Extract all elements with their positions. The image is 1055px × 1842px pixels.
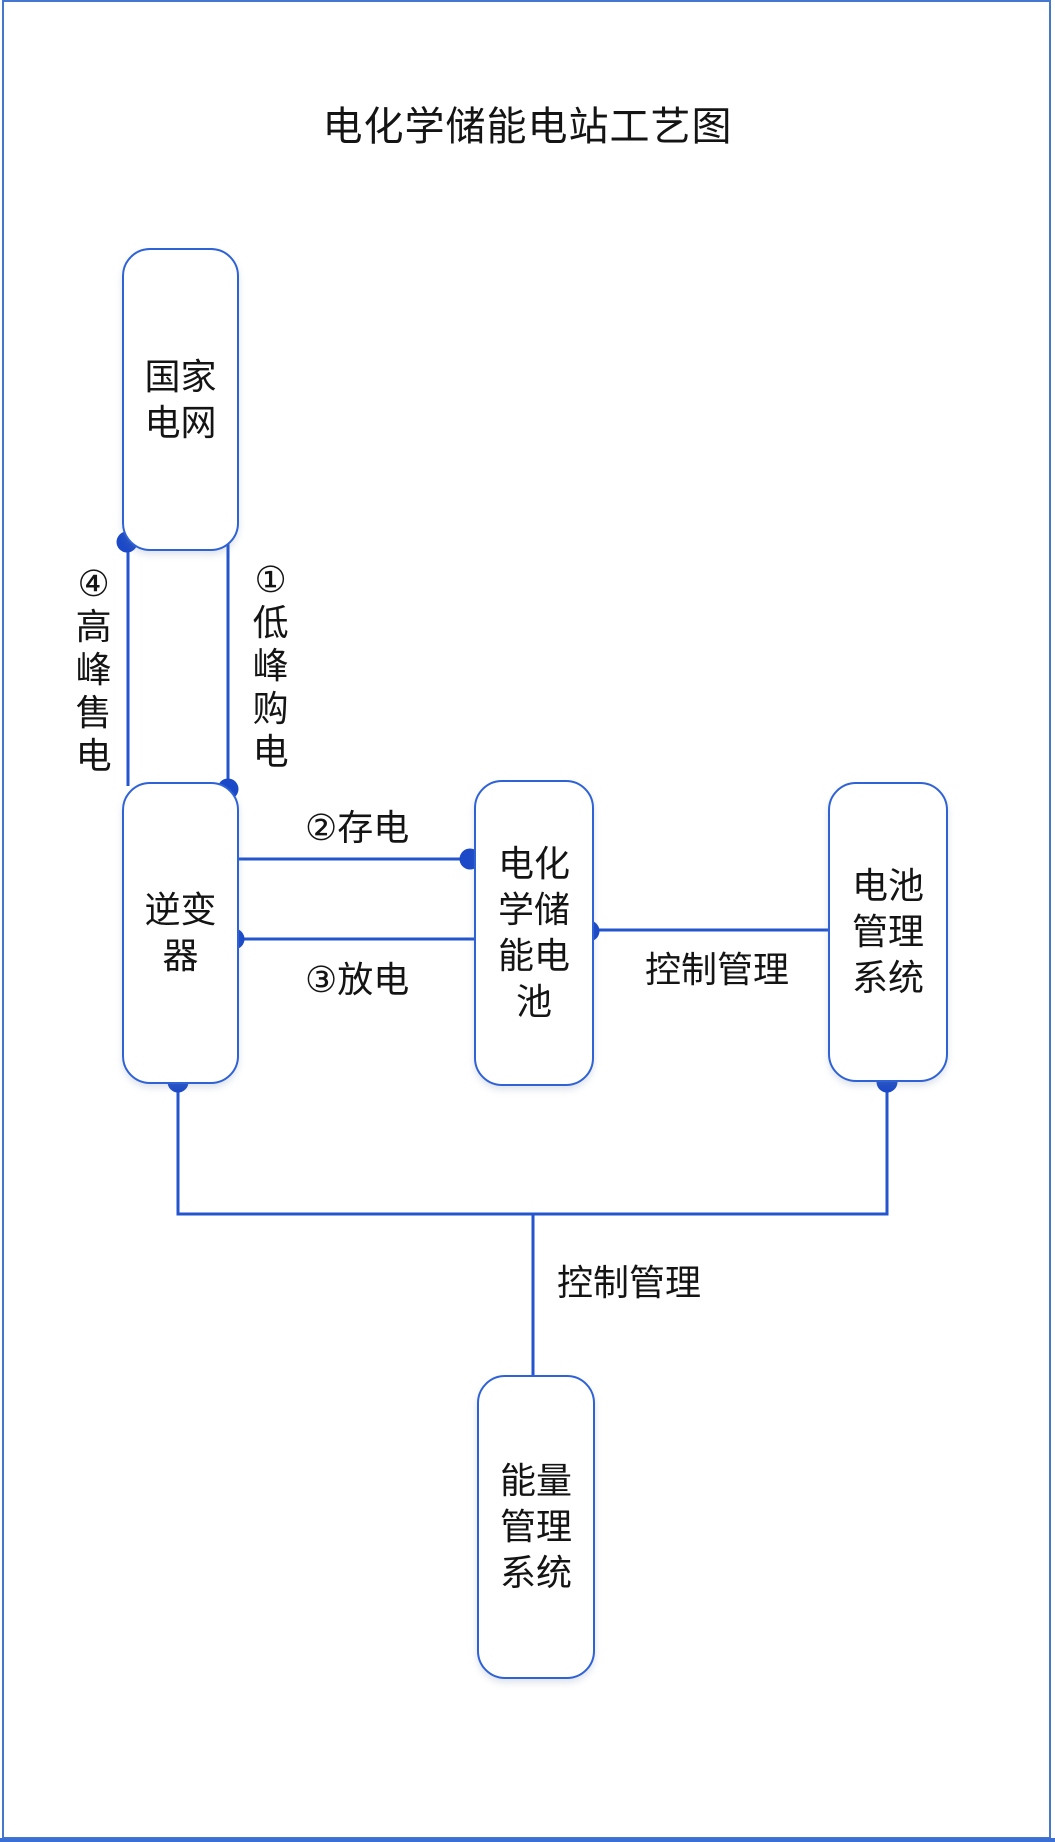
edge-label-offpeak-buy: ①低峰购电 <box>252 559 289 772</box>
edge-label-discharge: ③放电 <box>305 959 410 1000</box>
diagram-title: 电化学储能电站工艺图 <box>322 105 733 149</box>
node-inverter: 逆变器 <box>122 782 239 1084</box>
edge-label-control-ems: 控制管理 <box>557 1262 702 1303</box>
node-battery-management-system-label: 电池管理系统 <box>851 865 924 998</box>
edge-label-peak-sell: ④高峰售电 <box>75 563 112 776</box>
node-state-grid-label: 国家电网 <box>144 355 217 443</box>
node-energy-management-system: 能量管理系统 <box>477 1375 595 1679</box>
edge-label-control-bms: 控制管理 <box>645 949 790 990</box>
node-storage-battery-label: 电化学储能电池 <box>497 843 570 1022</box>
node-inverter-label: 逆变器 <box>144 889 217 976</box>
node-storage-battery: 电化学储能电池 <box>474 780 594 1086</box>
node-state-grid: 国家电网 <box>122 248 239 551</box>
node-battery-management-system: 电池管理系统 <box>828 782 948 1082</box>
edge-label-store: ②存电 <box>305 807 410 848</box>
node-energy-management-system-label: 能量管理系统 <box>499 1460 572 1593</box>
bottom-edge-strip <box>0 1838 1055 1842</box>
